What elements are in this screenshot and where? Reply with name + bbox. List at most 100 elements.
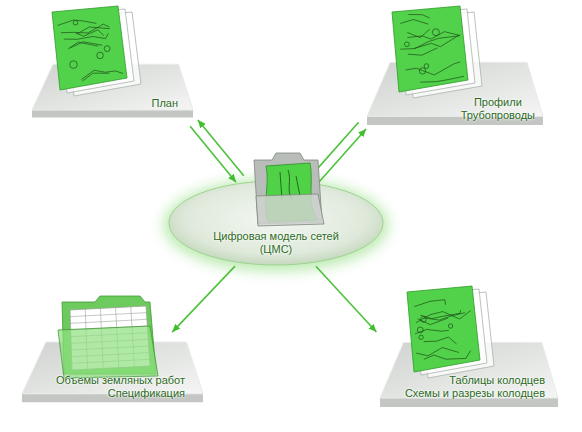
drawing-symbol (419, 335, 423, 339)
output-platform: Профили Трубопроводы (365, 55, 545, 128)
earthworks-folder-icon (58, 296, 158, 378)
profile-drawing-icon (392, 6, 482, 98)
label-line: (ЦМС) (213, 243, 339, 256)
drawing-stroke (70, 42, 102, 48)
drawing-symbol (448, 324, 452, 328)
output-platform: План (30, 58, 195, 120)
back-sheet (414, 289, 487, 375)
central-folder-icon (254, 153, 324, 226)
drawing-stroke (68, 42, 98, 49)
grid-line (72, 353, 150, 357)
grid-line (71, 339, 148, 343)
drawing-symbol (104, 46, 110, 52)
ellipse-outline (169, 181, 383, 265)
grid-line (131, 307, 135, 367)
flow-arrow (172, 266, 235, 332)
central-ellipse: Цифровая модель сетей (ЦМС) (168, 180, 384, 266)
drawing-stroke (416, 348, 459, 356)
front-sheet (52, 6, 127, 90)
back-sheet (406, 12, 482, 98)
drawing-stroke (82, 73, 109, 81)
drawing-stroke (400, 35, 459, 49)
folder-back (62, 296, 156, 374)
well-tables-icon (407, 286, 494, 378)
drawing-stroke (418, 318, 449, 325)
drawing-stroke (408, 15, 429, 18)
drawing-stroke (414, 300, 445, 307)
label-line: Схемы и разрезы колодцев (405, 387, 545, 400)
node-label: Таблицы колодцев Схемы и разрезы колодце… (405, 374, 545, 400)
drawing-symbol (421, 316, 427, 322)
green-sheet (266, 163, 318, 222)
grid-line (71, 346, 148, 350)
node-label: План (151, 97, 178, 110)
drawing-stroke (424, 313, 465, 320)
drawing-stroke (64, 33, 108, 39)
plan-drawing-icon (52, 6, 141, 96)
platform-top (367, 62, 543, 116)
back-sheet (59, 9, 134, 93)
platform-shape (30, 58, 195, 120)
grid-line (72, 359, 150, 363)
drawing-stroke (75, 24, 109, 33)
flow-arrow (316, 266, 377, 332)
output-platform: Таблицы колодцев Схемы и разрезы колодце… (378, 335, 560, 410)
back-sheet (421, 292, 494, 378)
drawing-symbol (424, 64, 429, 69)
output-platform: Объемы земляных работ Спецификация (20, 335, 205, 405)
label-line: Профили (461, 96, 535, 109)
folder-front (58, 326, 158, 378)
label-line: Трубопроводы (461, 109, 535, 122)
drawing-symbol (432, 29, 439, 36)
label-line: Цифровая модель сетей (213, 230, 339, 243)
drawing-stroke (414, 36, 460, 49)
drawing-stroke (77, 27, 110, 34)
grid-line (100, 308, 103, 368)
drawing-stroke (407, 32, 459, 39)
drawing-symbol (405, 42, 410, 47)
flow-arrow (190, 126, 236, 182)
drawing-stroke (407, 29, 429, 37)
drawing-stroke (420, 76, 464, 82)
label-line: Объемы земляных работ (56, 374, 185, 387)
flow-arrow (318, 129, 366, 183)
grid-line (116, 308, 119, 368)
back-sheet (399, 9, 475, 95)
drawing-stroke (416, 310, 471, 322)
node-label: Цифровая модель сетей (ЦМС) (213, 230, 339, 256)
folder-back (254, 153, 322, 224)
grid-line (71, 333, 148, 337)
grid-line (71, 326, 148, 330)
spreadsheet-sheet (70, 306, 150, 370)
grid-line (85, 309, 87, 369)
back-sheet (66, 12, 141, 96)
label-line: Спецификация (56, 387, 185, 400)
drawing-symbol (97, 52, 104, 59)
drawing-stroke (81, 70, 123, 79)
drawing-stroke (400, 20, 428, 25)
drawing-symbol (419, 68, 425, 74)
drawing-stroke (280, 170, 300, 200)
grid-line (70, 319, 146, 323)
platform-top (22, 342, 203, 394)
front-sheet (407, 286, 480, 372)
drawing-stroke (58, 20, 97, 25)
platform-edge (32, 110, 193, 117)
label-line: План (151, 97, 178, 110)
front-sheet (392, 6, 468, 92)
drawing-stroke (421, 310, 461, 318)
platform-top (32, 64, 193, 110)
node-label: Объемы земляных работ Спецификация (56, 374, 185, 400)
drawing-stroke (405, 62, 460, 75)
drawing-stroke (424, 351, 471, 360)
platform-edge (380, 398, 558, 407)
drawing-stroke (61, 30, 104, 37)
drawing-symbol (417, 327, 423, 333)
drawing-symbol (73, 20, 78, 25)
drawing-stroke (408, 48, 438, 55)
grid-line (70, 313, 146, 317)
flow-arrow (311, 122, 359, 176)
folder-front (256, 194, 324, 226)
